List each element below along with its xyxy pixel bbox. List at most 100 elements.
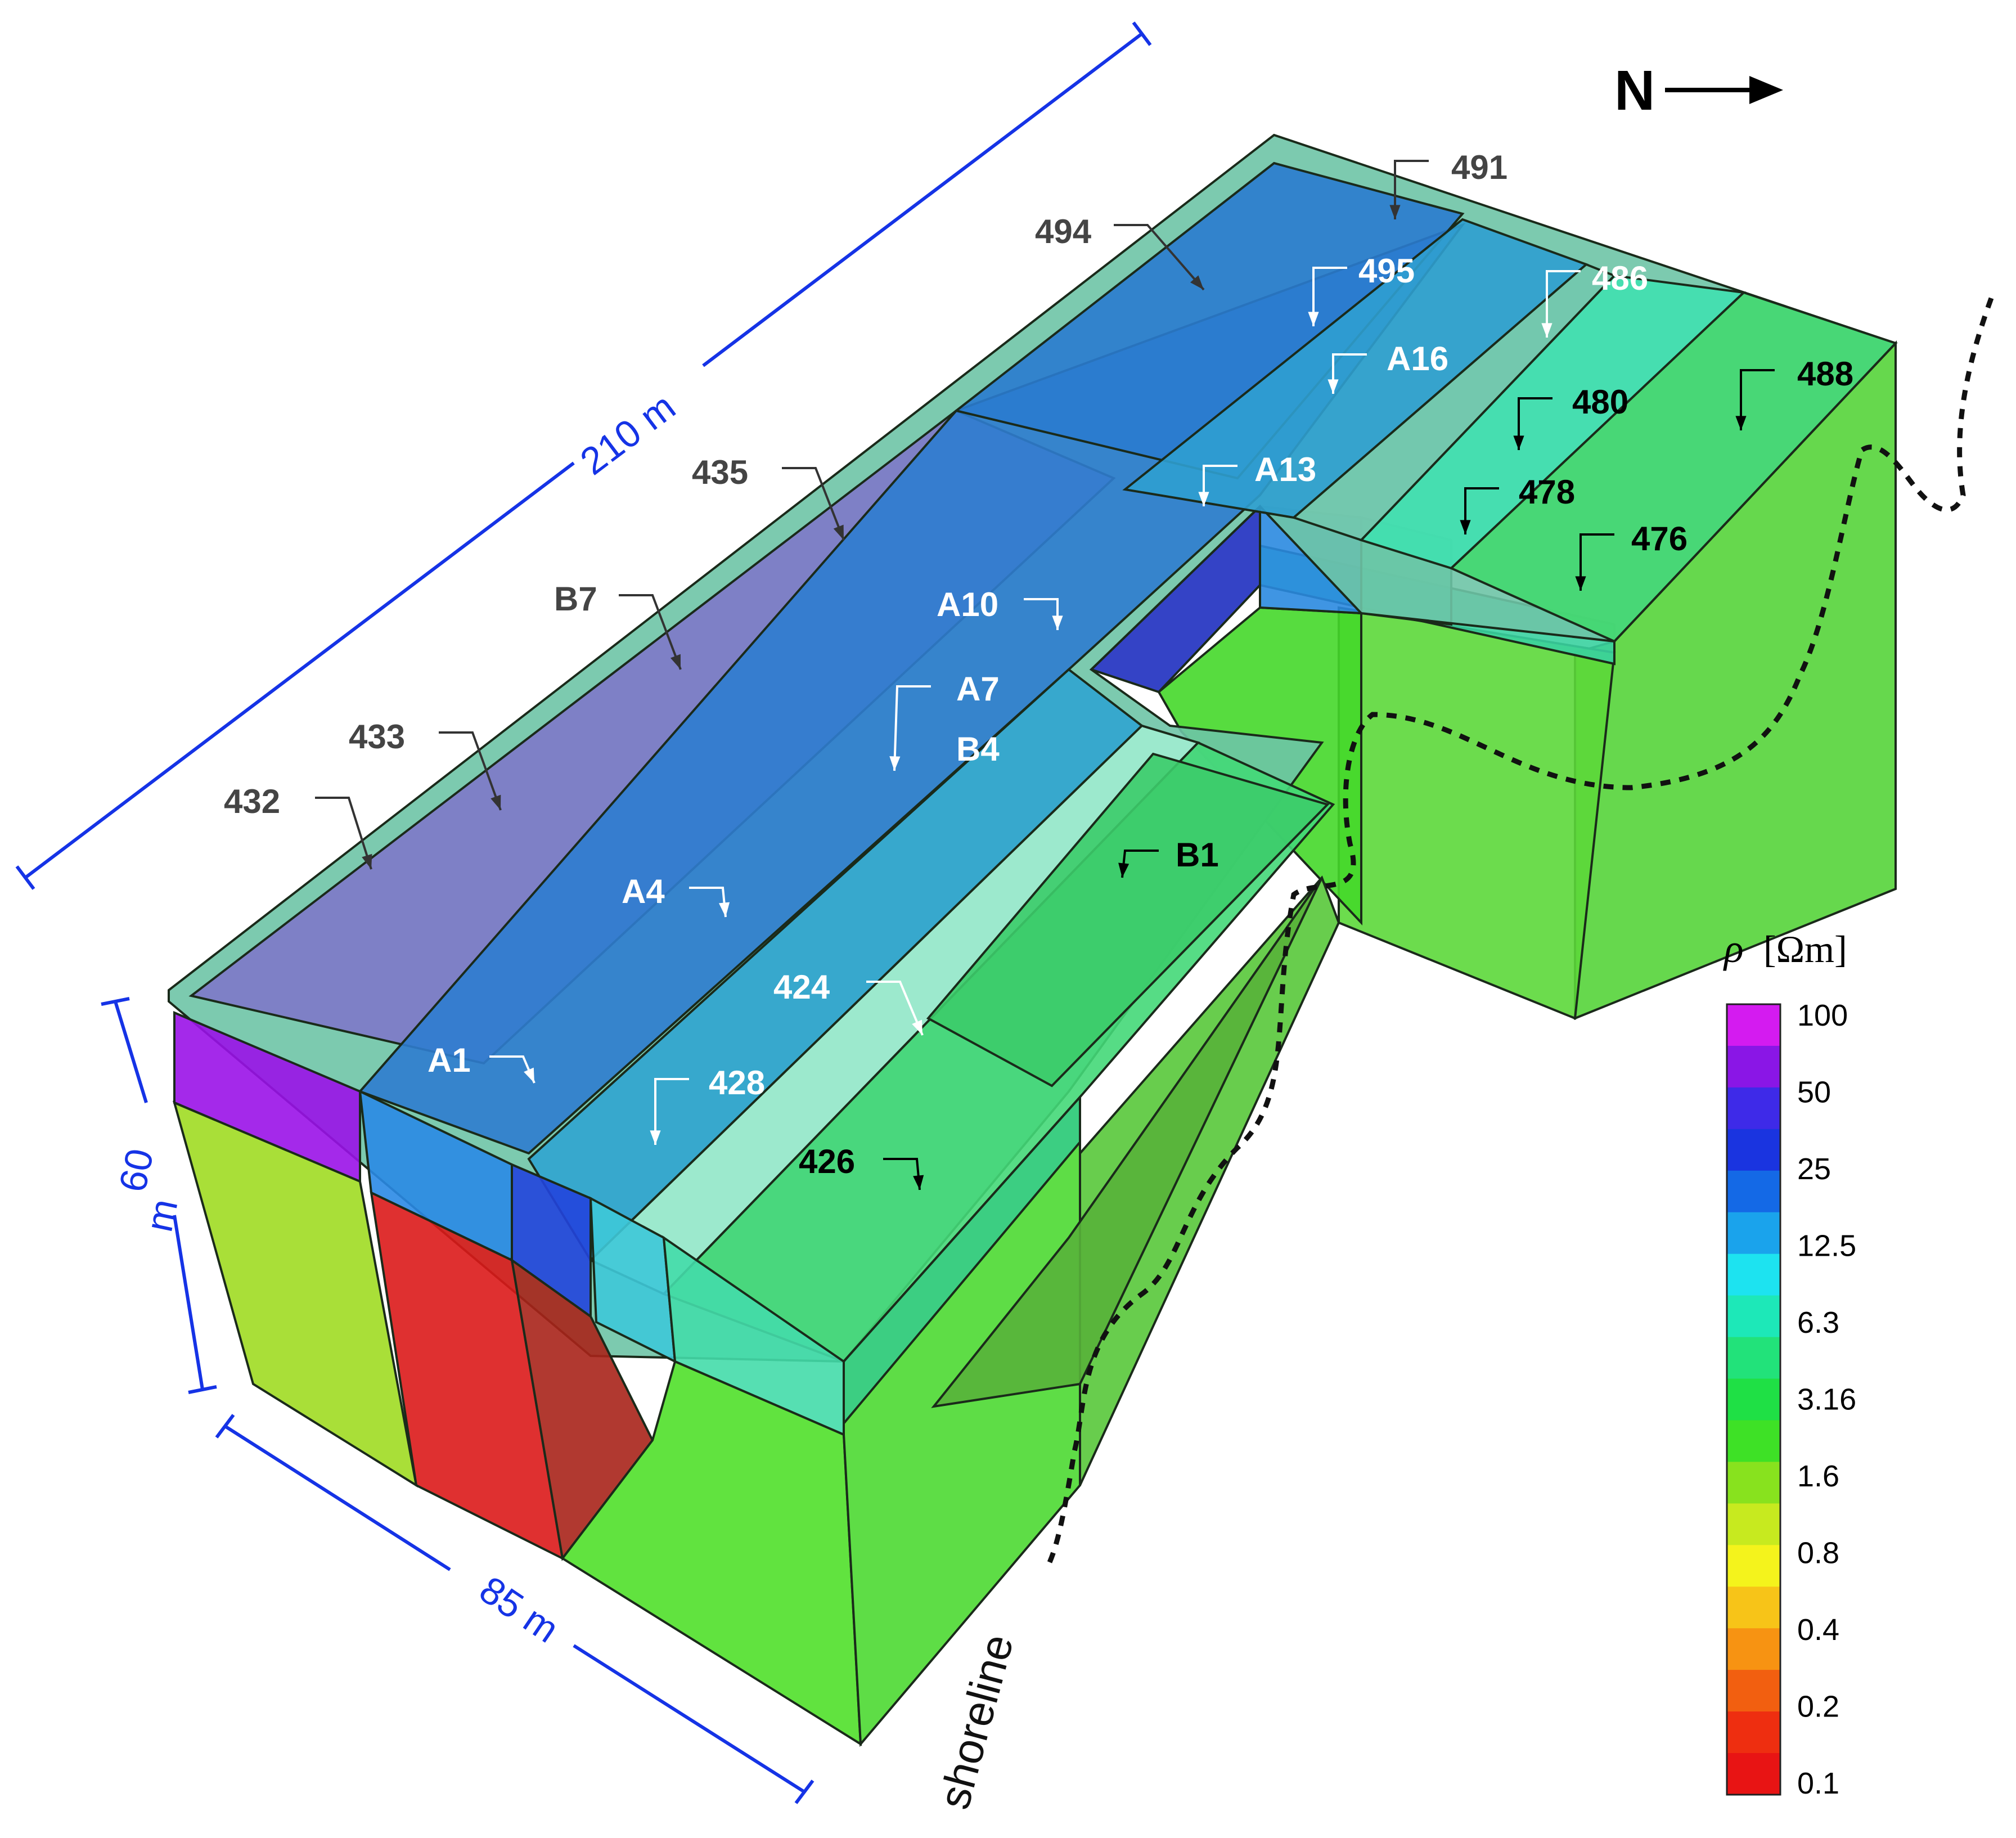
colorbar-swatch <box>1727 1545 1780 1588</box>
label-text: A13 <box>1254 451 1316 488</box>
label-text: B1 <box>1176 836 1219 874</box>
label-text: 495 <box>1358 252 1415 290</box>
label-486: 486 <box>1541 259 1648 338</box>
colorbar-tick-label: 1.6 <box>1797 1459 1839 1493</box>
colorbar-tick-label: 3.16 <box>1797 1383 1856 1417</box>
label-text: A4 <box>622 873 665 910</box>
north-arrow-label: N <box>1614 59 1655 122</box>
arrow-icon <box>1308 312 1319 326</box>
colorbar-swatch <box>1727 1378 1780 1421</box>
label-494: 494 <box>1035 213 1205 291</box>
dimension-60m: 60 m <box>101 997 217 1394</box>
arrow-icon <box>1389 205 1401 219</box>
colorbar-swatch <box>1727 1212 1780 1255</box>
dimension-width-label: 85 m <box>472 1568 566 1651</box>
north-arrow: N <box>1614 59 1783 122</box>
label-426: 426 <box>799 1143 924 1190</box>
arrow-icon <box>718 902 730 917</box>
colorbar-tick-label: 100 <box>1797 999 1848 1032</box>
arrow-icon <box>490 794 501 810</box>
leader-line <box>1464 487 1499 534</box>
label-433: 433 <box>349 718 502 811</box>
label-a16: A16 <box>1328 340 1448 394</box>
arrow-icon <box>1328 379 1339 394</box>
label-text: 494 <box>1035 213 1092 250</box>
colorbar-swatch <box>1727 1253 1780 1296</box>
label-text: 435 <box>692 453 748 491</box>
colorbar-frame <box>1726 1003 1781 1796</box>
label-435: 435 <box>692 453 845 541</box>
label-text: A10 <box>937 586 998 623</box>
arrow-icon <box>362 853 372 869</box>
colorbar-tick-label: 0.2 <box>1797 1690 1839 1724</box>
arrow-icon <box>912 1019 922 1035</box>
colorbar-swatch <box>1727 1170 1780 1213</box>
leader-line <box>1312 267 1347 326</box>
leader-line <box>782 467 845 541</box>
colorbar-swatch <box>1727 1045 1780 1088</box>
label-a10: A10 <box>937 586 1063 630</box>
label-text: 480 <box>1572 383 1628 421</box>
colorbar-swatch <box>1727 1628 1780 1671</box>
label-text: 486 <box>1592 259 1648 297</box>
label-text: 478 <box>1519 473 1575 511</box>
label-text: A16 <box>1387 340 1448 378</box>
colorbar-swatch <box>1727 1420 1780 1463</box>
colorbar-tick-label: 6.3 <box>1797 1306 1839 1340</box>
leader-line <box>1114 224 1205 291</box>
arrow-icon <box>1735 416 1747 430</box>
arrow-icon <box>1575 576 1586 591</box>
leader-line <box>315 797 372 870</box>
middle-wall-shadow <box>931 877 1323 1408</box>
arrow-icon <box>913 1175 924 1190</box>
label-a13: A13 <box>1198 451 1316 506</box>
colorbar-swatch <box>1727 1295 1780 1338</box>
dimension-depth-label-1: 60 <box>111 1145 161 1196</box>
colorbar-swatch <box>1727 1670 1780 1713</box>
colorbar-swatch <box>1727 1587 1780 1629</box>
arrow-icon <box>1460 520 1471 534</box>
label-text: 428 <box>709 1064 765 1102</box>
arrow-icon <box>889 756 901 771</box>
arrow-icon <box>650 1130 661 1145</box>
label-text: A1 <box>428 1041 471 1079</box>
arrow-icon <box>1513 435 1524 450</box>
leader-line <box>866 981 924 1036</box>
leader-line <box>439 731 502 811</box>
arrow-icon <box>670 654 681 669</box>
leader-line <box>654 1078 689 1145</box>
label-text: B4 <box>956 730 1000 768</box>
label-476: 476 <box>1575 520 1688 591</box>
label-text: 476 <box>1631 520 1688 558</box>
colorbar-swatch <box>1727 1753 1780 1795</box>
south-block-east-top <box>843 1094 1081 1427</box>
arrow-icon <box>524 1067 534 1083</box>
label-a7: A7 <box>889 670 1000 771</box>
leader-line <box>1518 397 1552 450</box>
colorbar-swatch <box>1727 1462 1780 1504</box>
colorbar-swatch <box>1727 1087 1780 1130</box>
colorbar-swatch <box>1727 1337 1780 1379</box>
arrow-icon <box>1118 862 1130 878</box>
label-b7: B7 <box>554 580 682 670</box>
zone-blue-north <box>953 161 1465 480</box>
label-text: A7 <box>956 670 1000 708</box>
arrow-icon <box>1052 615 1063 630</box>
arrow-icon <box>833 524 844 540</box>
label-a4: A4 <box>622 873 730 918</box>
label-495: 495 <box>1308 252 1415 326</box>
label-480: 480 <box>1513 383 1628 450</box>
label-424: 424 <box>773 968 924 1036</box>
label-a1: A1 <box>428 1041 536 1084</box>
leader-line <box>1394 160 1429 219</box>
label-text: B7 <box>554 580 597 618</box>
leader-line <box>1580 533 1614 591</box>
shoreline-line <box>1043 297 1994 1571</box>
colorbar-swatch <box>1727 1129 1780 1171</box>
label-text: 433 <box>349 718 405 756</box>
leader-line <box>893 685 931 771</box>
top-surface <box>168 133 1898 1363</box>
